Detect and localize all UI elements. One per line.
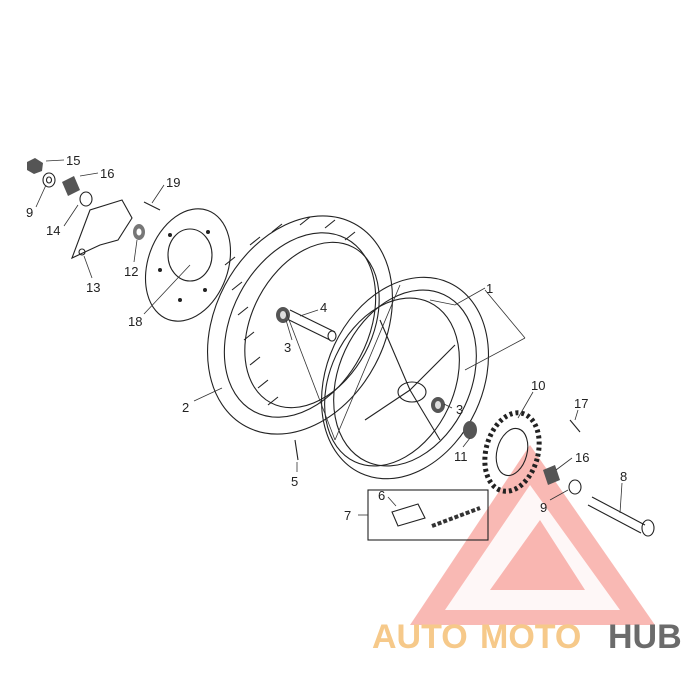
watermark-auto: AUTO bbox=[372, 618, 468, 656]
axle bbox=[587, 496, 655, 537]
callout-16: 16 bbox=[100, 166, 114, 181]
callout-2: 2 bbox=[182, 400, 189, 415]
callout-4: 4 bbox=[320, 300, 327, 315]
callout-3-right: 3 bbox=[456, 402, 463, 417]
sprocket-bolt bbox=[569, 419, 581, 433]
sprocket-carrier bbox=[463, 421, 477, 439]
chain-kit-box bbox=[367, 489, 489, 541]
disc-bolt bbox=[143, 201, 161, 211]
watermark-logo bbox=[410, 445, 655, 625]
callout-5: 5 bbox=[291, 474, 298, 489]
washer-left bbox=[42, 172, 56, 188]
axle-spacer bbox=[284, 309, 337, 342]
watermark-wordmark: AUTO MOTO HUB bbox=[372, 618, 682, 656]
callout-8: 8 bbox=[620, 469, 627, 484]
nut bbox=[27, 158, 43, 174]
callout-9-right: 9 bbox=[540, 500, 547, 515]
tire bbox=[206, 215, 394, 435]
bearing-left bbox=[276, 307, 290, 323]
spacer-washer bbox=[133, 224, 145, 240]
brake-disc bbox=[144, 208, 232, 322]
sprocket bbox=[482, 410, 542, 494]
callout-18: 18 bbox=[128, 314, 142, 329]
callout-16-right: 16 bbox=[575, 450, 589, 465]
leader-lines bbox=[35, 159, 623, 516]
callout-19: 19 bbox=[166, 175, 180, 190]
callout-15: 15 bbox=[66, 153, 80, 168]
callout-7: 7 bbox=[344, 508, 351, 523]
bushing bbox=[79, 191, 93, 207]
watermark-moto: MOTO bbox=[480, 618, 581, 656]
watermark-hub: HUB bbox=[608, 618, 682, 656]
washer-right bbox=[568, 479, 582, 495]
bearing-right bbox=[431, 397, 445, 413]
callout-13: 13 bbox=[86, 280, 100, 295]
caliper-bracket bbox=[71, 199, 133, 260]
callout-10: 10 bbox=[531, 378, 545, 393]
block-right bbox=[543, 465, 560, 485]
callout-6: 6 bbox=[378, 488, 385, 503]
callout-17: 17 bbox=[574, 396, 588, 411]
callout-1: 1 bbox=[486, 281, 493, 296]
callout-14: 14 bbox=[46, 223, 60, 238]
callout-3: 3 bbox=[284, 340, 291, 355]
callout-12: 12 bbox=[124, 264, 138, 279]
block bbox=[62, 176, 80, 196]
rim-bolt bbox=[294, 439, 299, 461]
callout-11: 11 bbox=[454, 449, 468, 464]
wheel-rim bbox=[320, 276, 490, 480]
callout-9: 9 bbox=[26, 205, 33, 220]
